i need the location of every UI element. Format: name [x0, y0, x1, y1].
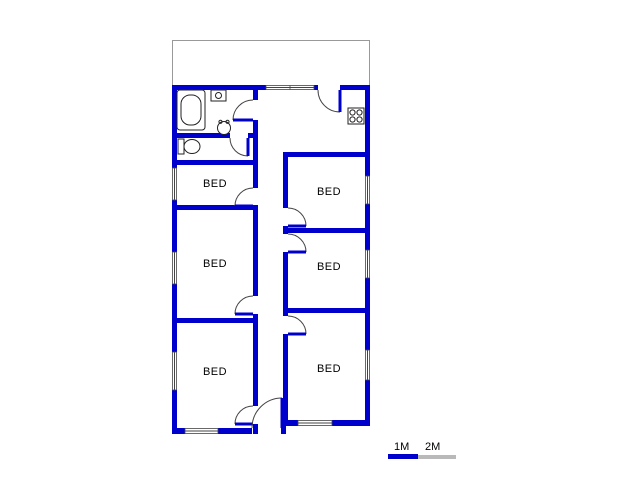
- washbasin-icon: [217, 119, 231, 135]
- room-label-bedroom-left-top: BED: [202, 178, 228, 190]
- door-icon: [234, 405, 254, 426]
- windows: [172, 85, 370, 434]
- bathtub-icon: [176, 89, 206, 131]
- window-icon: [365, 249, 370, 279]
- door-icon: [287, 315, 307, 336]
- door-icon: [234, 187, 254, 208]
- room-label-bedroom-right-middle: BED: [316, 261, 342, 273]
- door-icon: [251, 397, 284, 429]
- scale-label-2m: 2M: [425, 441, 441, 453]
- door-icon: [317, 89, 342, 113]
- window-icon: [365, 349, 370, 381]
- window-icon: [172, 167, 177, 201]
- scale-bar-primary-segment: [388, 454, 418, 459]
- scale-bar-secondary-segment: [418, 455, 456, 459]
- room-label-bedroom-right-top: BED: [316, 186, 342, 198]
- window-icon: [172, 251, 177, 285]
- door-icon: [232, 99, 254, 122]
- door-icon: [287, 233, 307, 254]
- window-icon: [297, 420, 333, 426]
- stove-icon: [347, 107, 365, 125]
- doors: [229, 89, 342, 429]
- toilet-icon: [177, 138, 201, 155]
- walls: [172, 85, 370, 434]
- room-label-bedroom-left-bottom: BED: [202, 366, 228, 378]
- window-icon: [184, 428, 219, 434]
- door-icon: [287, 207, 307, 228]
- patio-outline: [172, 40, 370, 85]
- door-icon: [234, 295, 254, 316]
- room-label-bedroom-left-middle: BED: [202, 258, 228, 270]
- scale-label-1m: 1M: [394, 441, 410, 453]
- fixtures: [176, 89, 365, 155]
- room-label-bedroom-right-bottom: BED: [316, 363, 342, 375]
- window-icon: [265, 85, 315, 90]
- basin-icon: [210, 89, 227, 102]
- door-icon: [229, 137, 250, 157]
- window-icon: [365, 175, 370, 205]
- window-icon: [172, 351, 177, 391]
